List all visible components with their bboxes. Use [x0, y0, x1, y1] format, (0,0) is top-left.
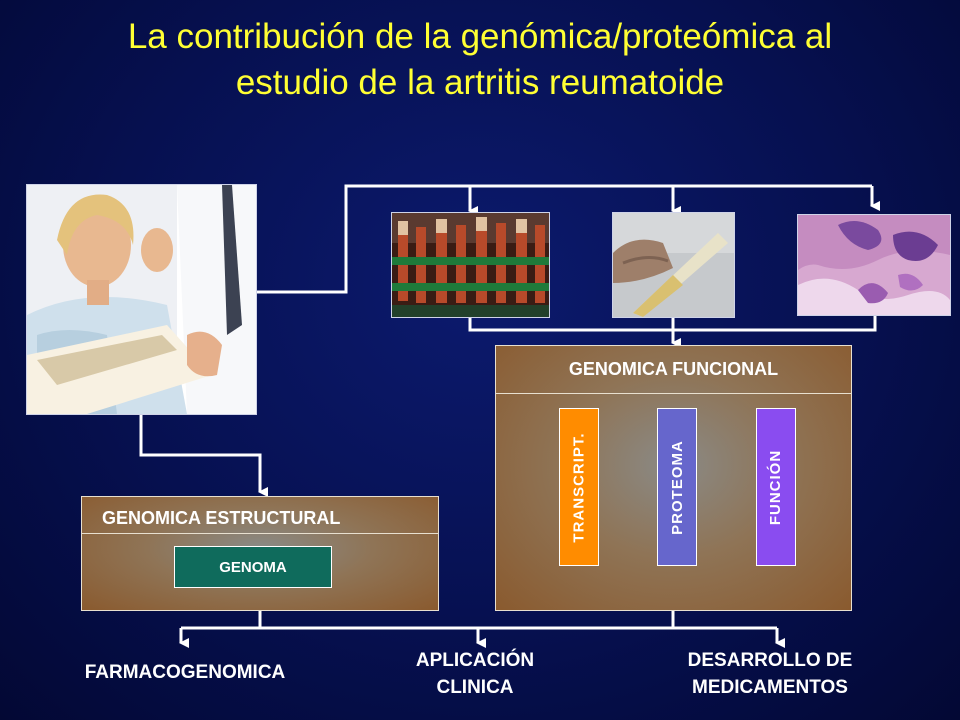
aplicacion-line-1: APLICACIÓN — [415, 650, 535, 671]
genoma-label: GENOMA — [174, 546, 332, 588]
test-tube-in-hand-photo — [612, 212, 735, 318]
aplicacion-clinica-label: APLICACIÓN CLINICA — [360, 647, 590, 701]
sample-tubes-rack-photo — [391, 212, 550, 318]
funcion-bar: FUNCIÓN — [756, 408, 796, 566]
genomica-funcional-box: GENOMICA FUNCIONAL TRANSCRIPT. PROTEOMA … — [495, 345, 852, 611]
transcript-bar: TRANSCRIPT. — [559, 408, 599, 566]
genomica-estructural-divider — [82, 533, 438, 534]
proteoma-label: PROTEOMA — [668, 439, 686, 535]
tissue-histology-photo — [797, 214, 951, 316]
connector-patient-to-samples — [255, 184, 872, 294]
aplicacion-line-2: CLINICA — [436, 677, 514, 698]
desarrollo-medicamentos-label: DESARROLLO DE MEDICAMENTOS — [640, 647, 900, 701]
genomica-estructural-title: GENOMICA ESTRUCTURAL — [102, 508, 341, 528]
proteoma-bar: PROTEOMA — [657, 408, 697, 566]
farmacogenomica-label: FARMACOGENOMICA — [40, 659, 330, 686]
connector-patient-to-estructural — [139, 413, 268, 497]
transcript-label: TRANSCRIPT. — [570, 431, 588, 543]
slide-title: La contribución de la genómica/proteómic… — [0, 14, 960, 106]
title-line-1: La contribución de la genómica/proteómic… — [127, 17, 833, 56]
farmacogenomica-text: FARMACOGENOMICA — [84, 662, 286, 683]
desarrollo-line-2: MEDICAMENTOS — [692, 677, 848, 698]
genomica-funcional-divider — [496, 393, 851, 394]
funcion-label: FUNCIÓN — [767, 449, 785, 525]
title-line-2: estudio de la artritis reumatoide — [235, 63, 725, 102]
patient-with-doctor-photo — [26, 184, 257, 415]
desarrollo-line-1: DESARROLLO DE — [687, 650, 853, 671]
genomica-funcional-title: GENOMICA FUNCIONAL — [568, 359, 779, 379]
